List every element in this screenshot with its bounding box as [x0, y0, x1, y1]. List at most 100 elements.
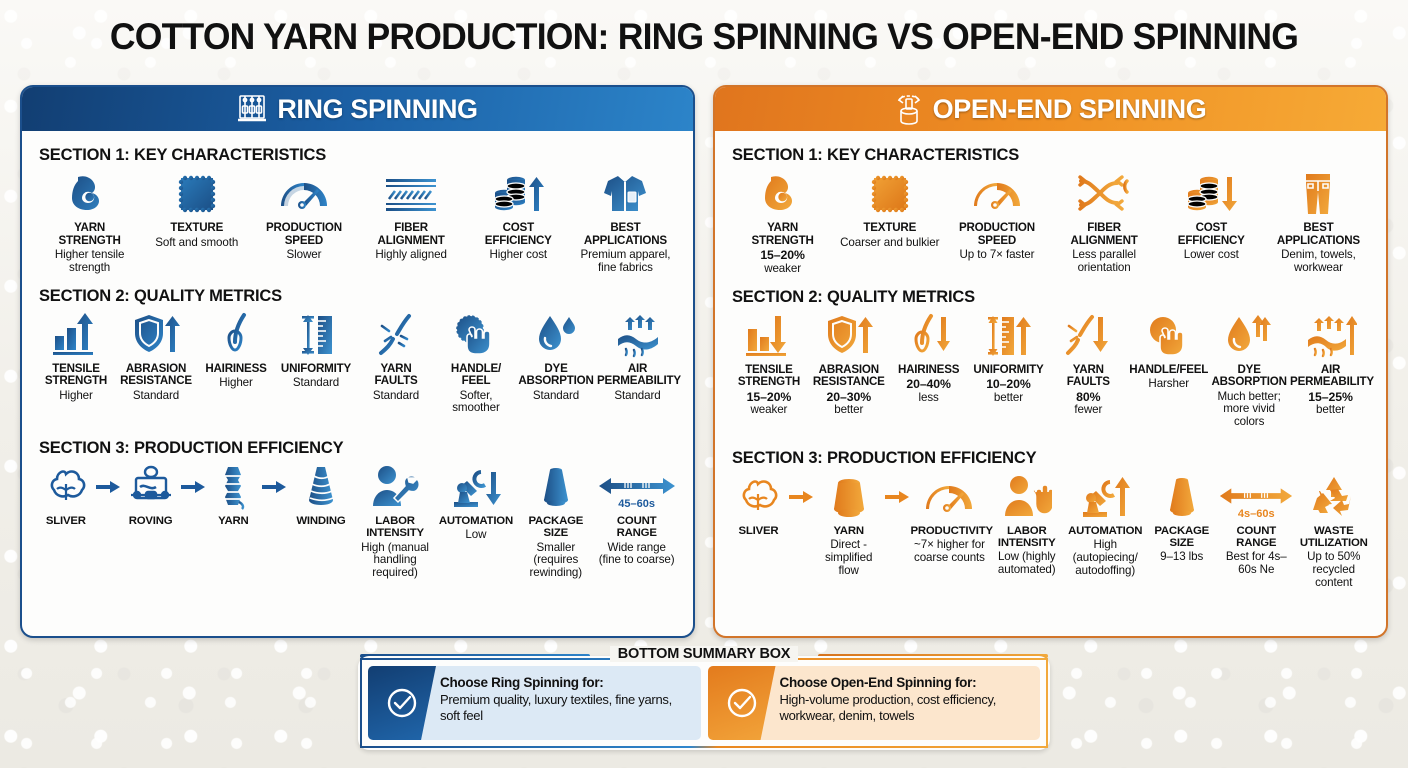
speedometer-icon — [910, 470, 988, 524]
dress-shirt-icon — [573, 167, 678, 221]
metric-hairiness: HAIRINESS Higher — [196, 308, 276, 390]
metric-value: Higher tensile strength — [54, 248, 125, 274]
summary-box: Choose Ring Spinning for: Premium qualit… — [358, 656, 1050, 750]
worker-wave-icon — [990, 470, 1063, 524]
metric-value: Up to 7× faster — [959, 248, 1035, 262]
fabric-swatch-icon — [144, 167, 249, 221]
metric-yarn-faults: YARN FAULTS Standard — [356, 308, 436, 403]
metric-value: Best for 4s–60s Ne — [1225, 550, 1287, 577]
metric-yarn-strength: YARN STRENGTH Higher tensile strength — [36, 167, 143, 275]
metric-value: Smaller (requires rewinding) — [529, 540, 583, 580]
metric-label: AUTOMATION — [1068, 524, 1143, 537]
flow-label: YARN — [218, 515, 249, 528]
metric-value: Low (highly automated) — [997, 550, 1056, 577]
shield-up-arrow-icon — [117, 308, 195, 362]
metric-subvalue: better — [993, 390, 1023, 404]
metric-label: LABOR INTENSITY — [997, 524, 1056, 550]
metric-value: High (manual handling required) — [361, 540, 429, 580]
metric-label: FIBER ALIGNMENT — [377, 221, 445, 247]
left-section1-row: YARN STRENGTH Higher tensile strength TE… — [36, 167, 679, 275]
metric-subvalue: weaker — [764, 261, 801, 275]
metric-subvalue: better — [1316, 403, 1346, 417]
flow-winding: WINDING — [286, 460, 355, 527]
flow-arrow-1 — [96, 460, 121, 514]
fabric-swatch-icon — [837, 167, 942, 221]
metric-label: UNIFORMITY — [973, 362, 1044, 376]
flow-yarn: YARN — [205, 460, 261, 527]
yarn-break-down-icon — [1049, 309, 1127, 363]
check-circle-icon — [707, 666, 776, 740]
summary-card-ring: Choose Ring Spinning for: Premium qualit… — [368, 666, 701, 740]
summary-text-open-end: Choose Open-End Spinning for: High-volum… — [776, 666, 1041, 740]
flow-arrow-1 — [788, 470, 813, 524]
left-section1-title: SECTION 1: KEY CHARACTERISTICS — [39, 146, 327, 164]
metric-emph: 15–20% — [760, 248, 805, 263]
metric-value: Standard — [292, 376, 340, 390]
flow-sliver: SLIVER — [36, 460, 96, 527]
metric-value: Coarser and bulkier — [840, 235, 940, 249]
arrow-right-icon — [180, 460, 205, 514]
flow-yarn: YARN Direct - simplified flow — [813, 470, 884, 578]
metric-label: UNIFORMITY — [280, 361, 352, 375]
metric-yarn-strength: YARN STRENGTH 15–20%weaker — [729, 167, 836, 276]
robot-arm-down-icon — [436, 460, 517, 514]
metric-best-applications: BEST APPLICATIONS Premium apparel, fine … — [572, 167, 679, 275]
rotor-package-icon — [814, 470, 883, 524]
bar-chart-down-arrow-icon — [730, 309, 808, 363]
metric-label: DYE ABSORPTION — [518, 361, 594, 388]
metric-cost-efficiency: COST EFFICIENCY Lower cost — [1158, 167, 1265, 262]
metric-label: COUNT RANGE — [616, 515, 657, 540]
metric-value: 15–20%weaker — [730, 248, 835, 276]
summary-heading: Choose Ring Spinning for: — [440, 675, 604, 690]
speedometer-icon — [251, 167, 356, 221]
metric-label: DYE ABSORPTION — [1211, 362, 1287, 389]
open-end-spinning-header: OPEN-END SPINNING — [715, 87, 1386, 131]
metric-package-size: PACKAGE SIZE 9–13 lbs — [1146, 470, 1217, 564]
ruler-measure-icon — [277, 308, 355, 362]
air-permeability-up-icon — [1290, 309, 1371, 363]
metric-subvalue: less — [918, 390, 939, 404]
metric-label: AIR PERMEABILITY — [597, 361, 681, 388]
aligned-fibers-icon — [359, 167, 464, 221]
right-section3-title: SECTION 3: PRODUCTION EFFICIENCY — [732, 448, 1037, 467]
cotton-boll-icon — [37, 460, 95, 514]
double-arrow-icon: 45–60s — [595, 460, 678, 514]
metric-value: 10–20%better — [970, 377, 1048, 405]
metric-value: Soft and smooth — [155, 235, 239, 249]
metric-label: AIR PERMEABILITY — [1290, 362, 1374, 389]
cotton-boll-icon — [730, 470, 787, 524]
water-droplet-icon — [517, 308, 595, 362]
metric-production-speed: PRODUCTION SPEED Slower — [250, 167, 357, 262]
metric-value: Higher — [59, 388, 93, 402]
page-title: COTTON YARN PRODUCTION: RING SPINNING VS… — [109, 16, 1299, 57]
metric-count-range: 4s–60s COUNT RANGE Best for 4s–60s Ne — [1217, 470, 1295, 577]
summary-body: Premium quality, luxury textiles, fine y… — [440, 692, 672, 723]
metric-value: Softer, smoother — [452, 388, 500, 415]
metric-value: 20–40%less — [890, 377, 968, 405]
ring-frame-icon — [237, 93, 267, 125]
right-section2-row: TENSILE STRENGTH 15–20%weaker ABRASION R… — [729, 309, 1374, 429]
metric-value: Slower — [286, 248, 322, 262]
metric-emph: 15–20% — [746, 389, 792, 404]
metric-label: COST EFFICIENCY — [484, 221, 552, 247]
rotor-spinning-icon — [895, 93, 923, 125]
arrow-right-icon — [261, 460, 286, 514]
metric-value: 9–13 lbs — [1160, 550, 1204, 564]
count-range-badge: 4s–60s — [1237, 507, 1275, 520]
bottom-summary-section: BOTTOM SUMMARY BOX Choose Ring Spinning … — [358, 646, 1050, 752]
flow-label: WINDING — [296, 515, 346, 528]
flow-value: Direct - simplified flow — [824, 538, 873, 577]
summary-heading: Choose Open-End Spinning for: — [779, 675, 977, 690]
metric-value: Standard — [372, 388, 420, 402]
metric-cost-efficiency: COST EFFICIENCY Higher cost — [465, 167, 572, 262]
metric-abrasion-resistance: ABRASION RESISTANCE Standard — [116, 308, 196, 403]
metric-value: Higher — [219, 376, 253, 390]
right-section3-row: SLIVER YARN Direct - simplified flow — [729, 470, 1372, 590]
metric-label: YARN FAULTS — [1066, 362, 1110, 389]
metric-handle-feel: HANDLE/FEEL Harsher — [1128, 309, 1209, 391]
metric-tensile-strength: TENSILE STRENGTH Higher — [36, 308, 116, 403]
flow-sliver: SLIVER — [729, 470, 788, 537]
left-section2-title: SECTION 2: QUALITY METRICS — [39, 286, 282, 305]
air-permeability-icon — [597, 308, 678, 362]
robot-arm-up-icon — [1065, 470, 1145, 524]
